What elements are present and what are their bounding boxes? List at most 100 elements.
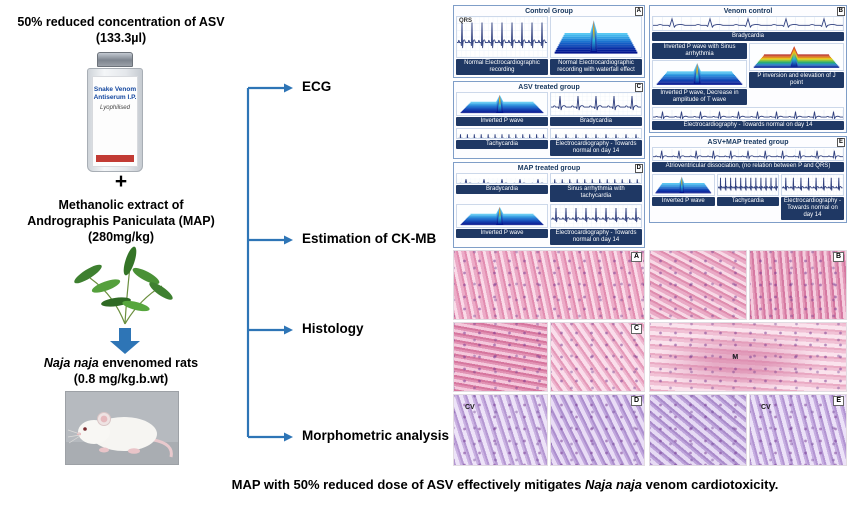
histology-image <box>649 394 747 466</box>
ecg-tile: Sinus arrhythmia with tachycardia <box>550 173 642 202</box>
waterfall-plot-image <box>456 92 548 117</box>
ecg-trace-image <box>652 147 844 162</box>
down-arrow-shaft <box>119 328 131 341</box>
annotation-banner: Inverted P wave <box>456 117 548 127</box>
annotation-banner: P inversion and elevation of J point <box>749 72 844 89</box>
histology-column-left: A C CV D <box>453 250 645 468</box>
ecg-trace-image <box>652 16 844 31</box>
annotation-banner: Electrocardiography - Towards normal on … <box>550 228 642 245</box>
caption-text-post: venom cardiotoxicity. <box>642 477 779 492</box>
annotation-banner: Inverted P wave with Sinus arrhythmia <box>652 43 747 60</box>
histology-image: CV <box>749 394 847 466</box>
rats-species-italic: Naja naja <box>43 356 99 370</box>
annotation-banner: Inverted P wave, Decrease in amplitude o… <box>652 89 747 106</box>
branch-label-morphometric-analysis: Morphometric analysis <box>302 428 450 443</box>
ecg-tiles: Atrioventricular dissociation, (no relat… <box>652 147 844 220</box>
annotation-banner: Atrioventricular dissociation, (no relat… <box>652 162 844 172</box>
annotation-banner: Normal Electrocardiographic recording <box>456 59 548 76</box>
ecg-trace-image <box>781 173 844 196</box>
annotation-banner: Electrocardiography - Towards normal on … <box>550 140 642 157</box>
histology-row: M <box>649 322 847 392</box>
histology-image: M <box>649 322 847 392</box>
annotation-banner: Bradycardia <box>652 32 844 42</box>
asv-heading: 50% reduced concentration of ASV (133.3µ… <box>0 14 242 46</box>
vial-label-line1: Snake Venom <box>93 86 137 93</box>
ecg-trace-image <box>652 107 844 121</box>
branch-label-histology: Histology <box>302 321 364 336</box>
ecg-tile: Bradycardia <box>550 92 642 127</box>
branch-label-estimation-of-ck-mb: Estimation of CK-MB <box>302 231 437 246</box>
plus-sign: + <box>114 170 128 193</box>
histology-image <box>453 250 645 320</box>
waterfall-plot-image <box>749 43 844 72</box>
asv-heading-line1: 50% reduced concentration of ASV <box>17 15 225 29</box>
panel-letter: A <box>634 7 643 16</box>
asv-heading-line2: (133.3µl) <box>95 31 147 45</box>
histology-image: CV <box>453 394 548 466</box>
ecg-panel-title: Control Group <box>525 8 573 15</box>
ecg-trace-image <box>550 203 642 228</box>
histology-row: C <box>453 322 645 392</box>
annotation-banner: Electrocardiography - Towards normal on … <box>652 121 844 131</box>
annotation-banner: Electrocardiography - Towards normal on … <box>781 196 844 220</box>
ecg-tile: P inversion and elevation of J point <box>749 43 844 105</box>
ecg-tile: Electrocardiography - Towards normal on … <box>550 128 642 157</box>
map-heading-line3: (280mg/kg) <box>88 230 154 244</box>
ecg-trace-image <box>456 173 548 185</box>
ecg-tile: Bradycardia <box>652 16 844 42</box>
vial-body: Snake Venom Antiserum I.P. Lyophilised <box>87 68 143 172</box>
histology-row: CV E <box>649 394 847 466</box>
map-plant-image <box>74 246 173 325</box>
ecg-tile: Normal Electrocardiographic recording wi… <box>550 16 642 76</box>
ecg-panel-title: ASV treated group <box>518 84 580 92</box>
histology-image <box>649 250 747 320</box>
asv-vial-image: Snake Venom Antiserum I.P. Lyophilised <box>87 52 143 172</box>
panel-letter: C <box>634 83 643 93</box>
rats-heading-line1: Naja naja envenomed rats <box>0 355 242 371</box>
panel-letter: E <box>833 396 844 406</box>
panel-letter: D <box>634 164 643 174</box>
ecg-tile: Tachycardia <box>456 128 548 156</box>
ecg-trace-image <box>716 173 780 196</box>
ecg-tile: Electrocardiography - Towards normal on … <box>781 173 844 220</box>
panel-letter: B <box>832 252 844 262</box>
ecg-tile: Inverted P wave <box>456 203 548 245</box>
rats-heading-rest: envenomed rats <box>98 356 199 370</box>
annotation-banner: Tachycardia <box>456 140 548 150</box>
histology-annotation: CV <box>761 404 771 411</box>
waterfall-plot-image <box>550 16 642 58</box>
panel-letter: D <box>630 396 642 406</box>
histology-column-right: B M CV E <box>649 250 847 468</box>
histology-annotation: CV <box>465 404 475 411</box>
rats-heading-line2: (0.8 mg/kg.b.wt) <box>73 372 169 386</box>
ecg-trace-image <box>456 128 548 140</box>
ecg-trace-image <box>550 128 642 140</box>
panel-letter: A <box>630 252 642 262</box>
histology-row: B <box>649 250 847 320</box>
histology-image <box>550 394 645 466</box>
ecg-tile: Inverted P wave with Sinus arrhythmia In… <box>652 43 747 106</box>
ecg-trace-image <box>550 92 642 117</box>
ecg-tile: Electrocardiography - Towards normal on … <box>550 203 642 245</box>
map-heading-line2: Andrographis Paniculata (MAP) <box>27 214 215 228</box>
vial-label-line2: Antiserum I.P. <box>93 94 137 102</box>
map-heading-line1: Methanolic extract of <box>58 198 184 212</box>
histology-image <box>550 322 645 392</box>
panel-letter: B <box>836 7 845 16</box>
annotation-banner: Sinus arrhythmia with tachycardia <box>550 185 642 202</box>
histology-annotation: M <box>732 353 739 361</box>
histology-image <box>453 322 548 392</box>
annotation-banner: Bradycardia <box>456 185 548 195</box>
panel-letter: E <box>836 138 845 148</box>
histology-row: CV D <box>453 394 645 466</box>
histology-row: A <box>453 250 645 320</box>
